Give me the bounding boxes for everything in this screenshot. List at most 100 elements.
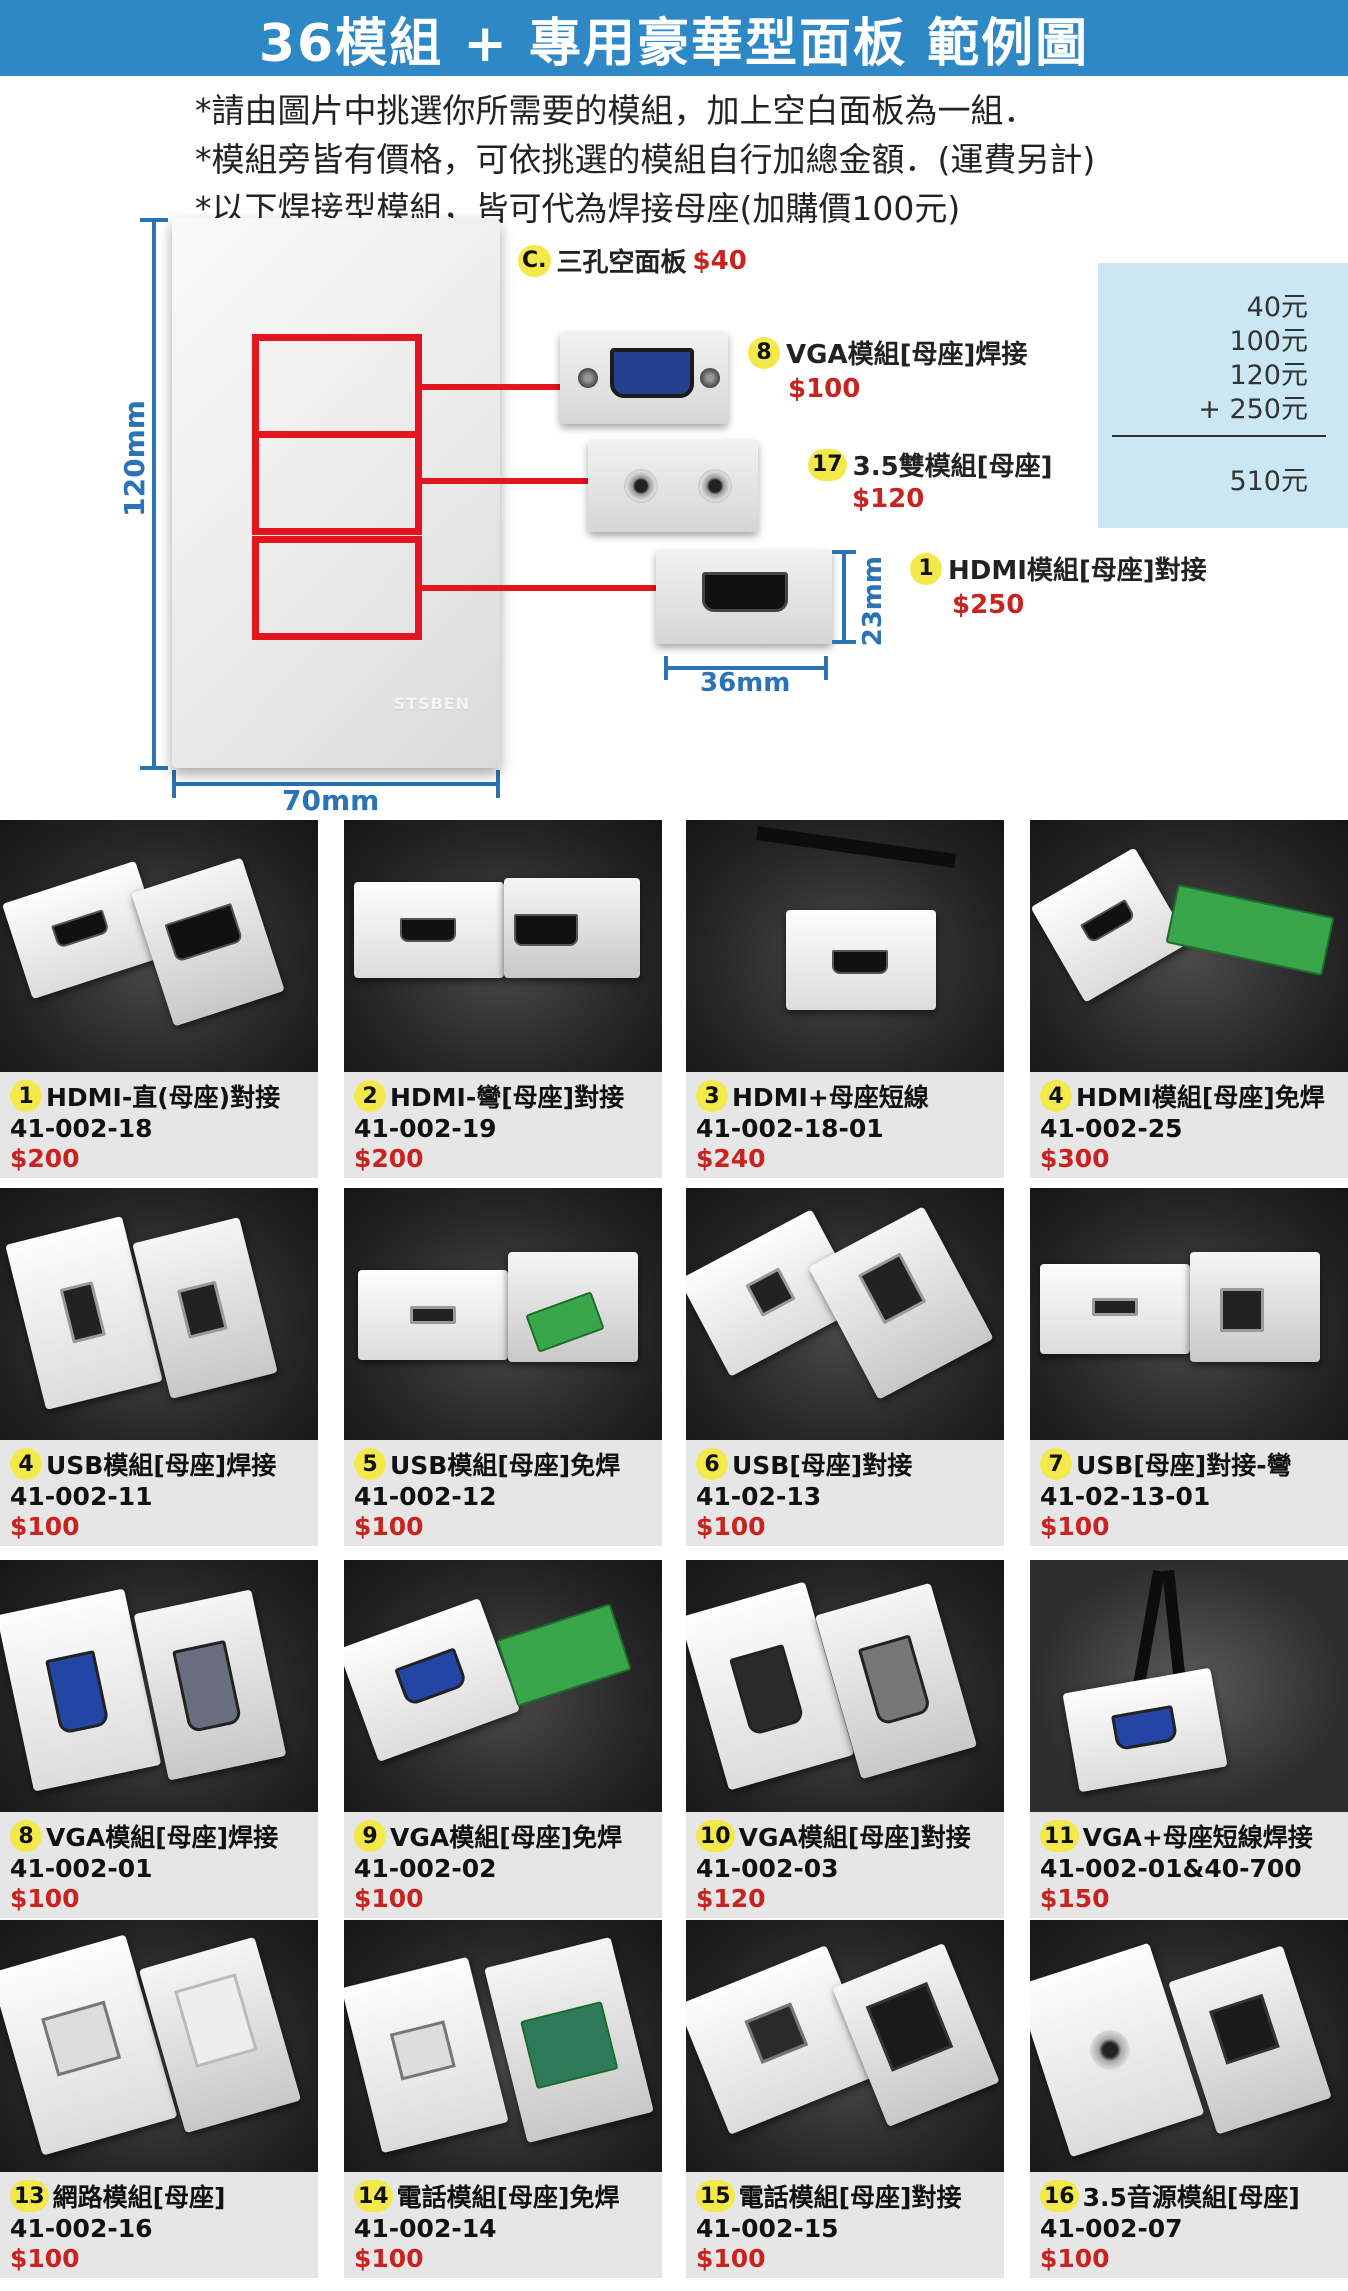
product-photo [344,820,662,1072]
badge: C. [518,244,551,277]
badge: 3 [696,1080,728,1112]
product-price: $200 [10,1144,80,1173]
width-dimension-label: 70mm [282,784,380,817]
hdmi-port-icon [514,914,578,946]
badge: 8 [10,1820,42,1852]
total-line: 100元 [1229,326,1308,357]
product-photo [344,1920,662,2172]
callout-label: HDMI模組[母座]對接 [948,556,1207,586]
total-sum: 510元 [1229,466,1308,497]
width-dimension-line [172,782,500,786]
badge: 4 [1040,1080,1072,1112]
product-code: 41-002-18 [10,1114,153,1143]
product-code: 41-02-13 [696,1482,822,1511]
badge: 9 [354,1820,386,1852]
product-code: 41-002-19 [354,1114,497,1143]
product-name: 網路模組[母座] [52,2183,226,2212]
product-name: 3.5音源模組[母座] [1082,2183,1300,2212]
blank-face-panel: STSBEN [172,218,500,768]
usb-port-icon [410,1306,456,1324]
module-front [358,1270,508,1360]
product-code: 41-002-14 [354,2214,497,2243]
module-back [131,857,285,1027]
page-title: 36模組 + 專用豪華型面板 範例圖 [0,0,1348,76]
dimension-tick [832,550,856,554]
module-back [1190,1252,1320,1362]
product-code: 41-002-02 [354,1854,497,1883]
dimension-tick [824,656,828,680]
connector-line [422,585,658,591]
badge: 1 [910,552,942,585]
product-price: $300 [1040,1144,1110,1173]
product-photo [0,1560,318,1812]
product-name: HDMI模組[母座]免焊 [1076,1083,1325,1112]
hdmi-port-icon [51,909,110,949]
product-name: VGA+母座短線焊接 [1082,1823,1313,1852]
module-front [1,860,167,1000]
product-name: HDMI-直(母座)對接 [46,1083,281,1112]
badge: 7 [1040,1448,1072,1480]
callout-label: VGA模組[母座]焊接 [786,340,1028,370]
callout-hdmi: 1 HDMI模組[母座]對接 [910,550,1207,587]
screw-icon [700,368,720,388]
product-name: USB[母座]對接-彎 [1076,1451,1292,1480]
total-line: 40元 [1246,292,1308,323]
module-front [1040,1264,1190,1354]
badge: 1 [10,1080,42,1112]
product-photo [1030,1560,1348,1812]
product-photo [686,1188,1004,1440]
hdmi-port-icon [832,950,888,974]
divider [1112,435,1326,437]
connector-line [422,384,562,390]
product-code: 41-002-07 [1040,2214,1183,2243]
jack-body-icon [1209,1993,1280,2065]
product-price: $100 [1040,1512,1110,1541]
product-name: VGA模組[母座]免焊 [390,1823,623,1852]
badge: 5 [354,1448,386,1480]
product-photo [686,1560,1004,1812]
audio-module-illustration [588,440,758,532]
vga-port-icon [172,1639,243,1734]
module-back [808,1206,994,1400]
connector-line [422,478,588,484]
total-line: 120元 [1229,360,1308,391]
badge: 17 [808,448,847,481]
ethernet-port-icon [41,2000,122,2077]
product-price: $100 [10,2244,80,2273]
product-code: 41-002-01&40-700 [1040,1854,1302,1883]
product-price: $200 [354,1144,424,1173]
vga-port-icon [610,348,694,398]
vga-port-icon [1110,1704,1179,1752]
terminal-block-icon [525,1291,605,1353]
callout-label: 3.5雙模組[母座] [852,452,1053,482]
module-back [832,1942,1000,2128]
